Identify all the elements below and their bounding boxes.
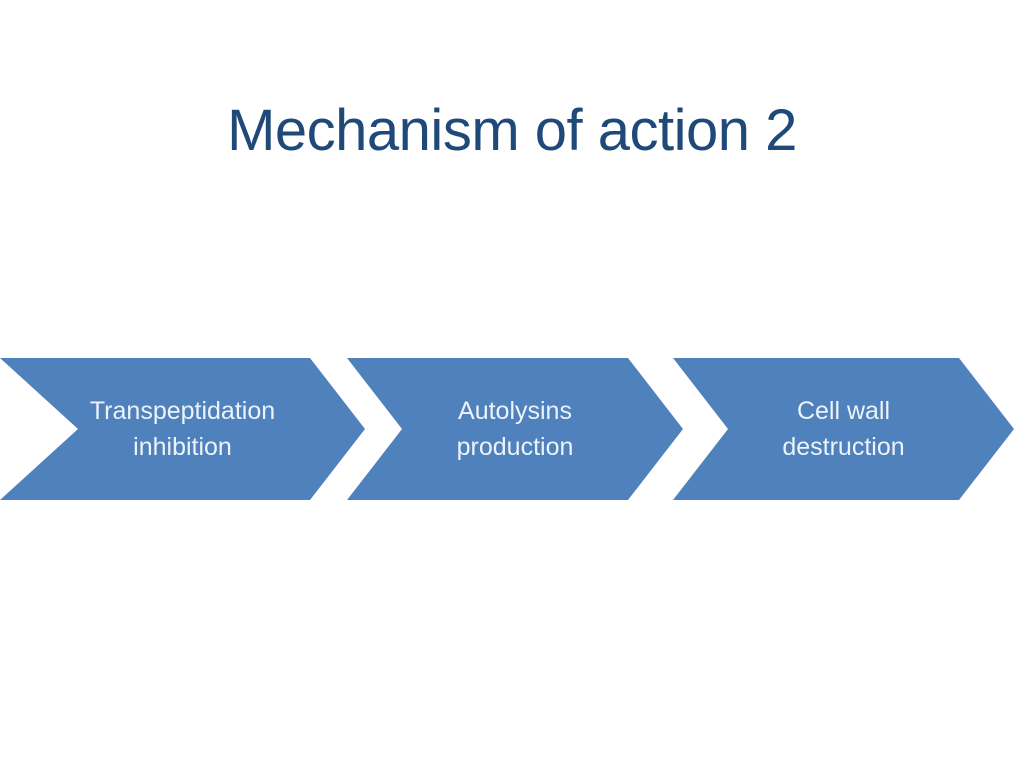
step-2-label: Autolysins production — [456, 397, 574, 461]
step-1-label: Transpeptidation inhibition — [89, 397, 276, 461]
process-arrow-step-1: Transpeptidation inhibition — [0, 358, 365, 500]
slide-title: Mechanism of action 2 — [227, 97, 797, 163]
process-arrow-step-2: Autolysins production — [347, 358, 683, 500]
process-arrow-step-3: Cell wall destruction — [673, 358, 1014, 500]
step-3-label: Cell wall destruction — [782, 397, 905, 461]
